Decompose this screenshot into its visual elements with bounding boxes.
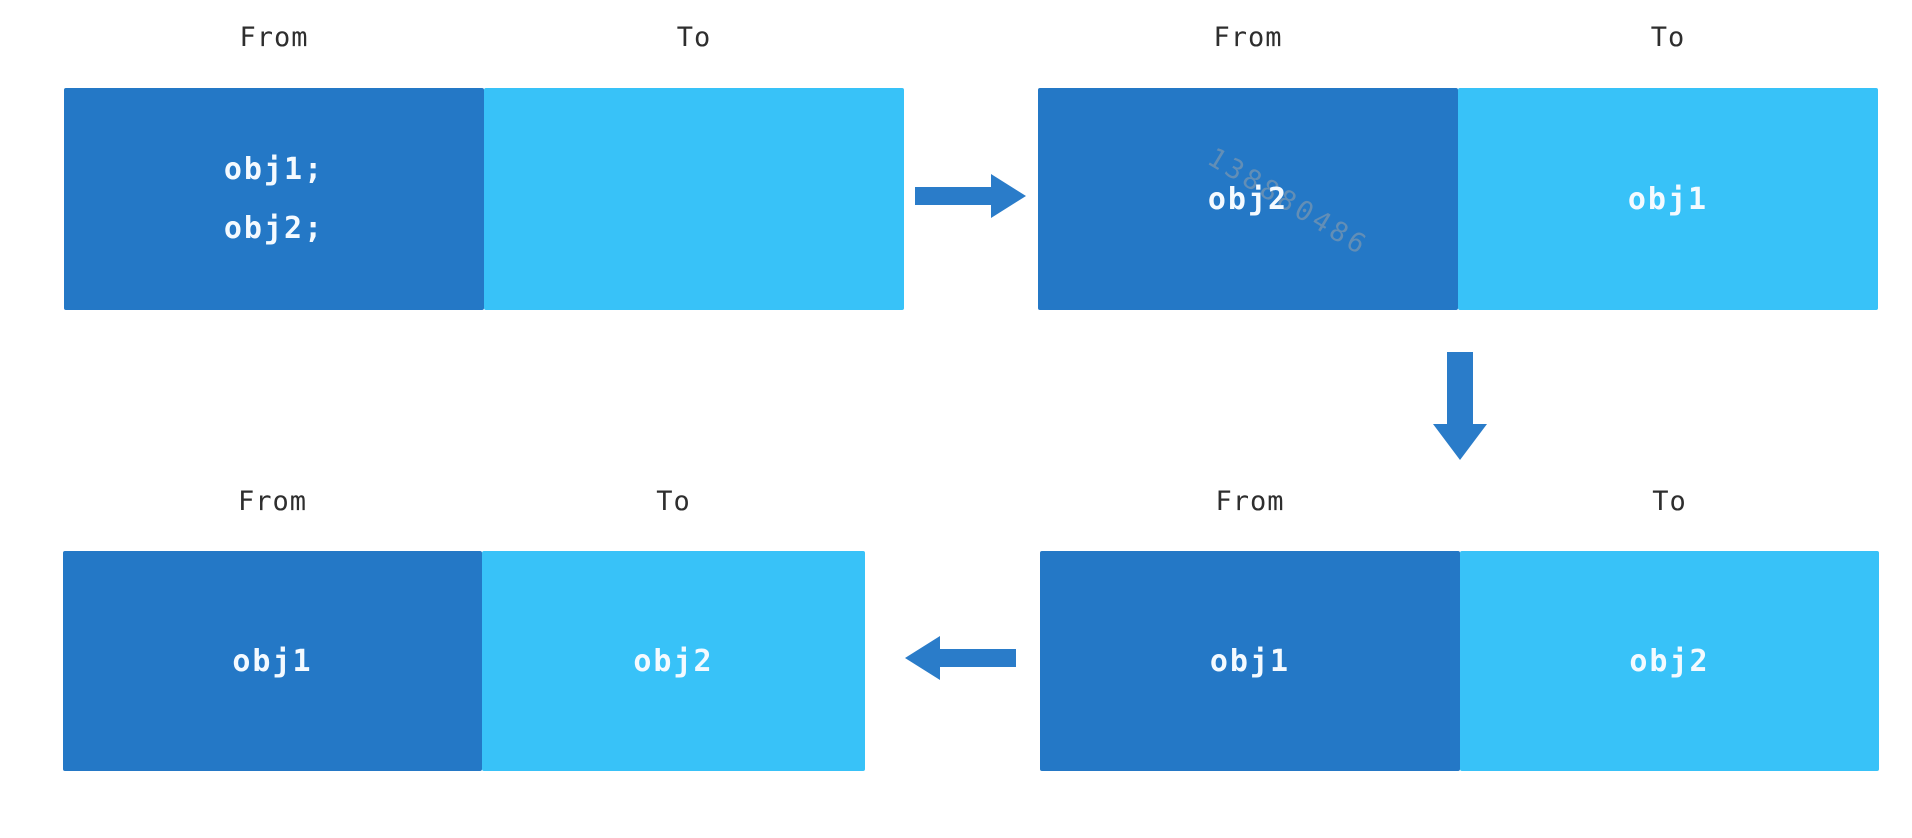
- to-label: To: [656, 486, 691, 517]
- to-box: obj2: [1460, 551, 1879, 771]
- to-box-line-1: obj1: [1627, 181, 1709, 217]
- right-arrow-icon: [915, 172, 1028, 220]
- to-label: To: [1652, 486, 1687, 517]
- from-label: From: [237, 486, 308, 517]
- to-box-line-1: obj2: [1629, 643, 1710, 679]
- to-box: obj2: [482, 551, 865, 771]
- to-box: obj1: [1458, 88, 1878, 310]
- from-label: From: [1215, 486, 1285, 517]
- to-label: To: [676, 22, 712, 53]
- from-box-line-1: obj1: [1209, 643, 1291, 679]
- from-box: obj1: [63, 551, 482, 771]
- from-box-line-1: obj1: [232, 643, 313, 679]
- from-box-line-1: obj2: [1207, 181, 1289, 217]
- left-arrow-icon: [903, 634, 1016, 682]
- from-box: obj1: [1040, 551, 1460, 771]
- from-label: From: [1213, 22, 1283, 53]
- to-box-line-1: obj2: [633, 643, 714, 679]
- from-box-line-1: obj1;: [223, 152, 325, 187]
- from-box: obj1; obj2;: [64, 88, 484, 310]
- from-box-line-2: obj2;: [223, 211, 325, 246]
- from-label: From: [239, 22, 309, 53]
- to-box: [484, 88, 904, 310]
- to-label: To: [1650, 22, 1686, 53]
- down-arrow-icon: [1432, 352, 1488, 462]
- from-box: obj2: [1038, 88, 1458, 310]
